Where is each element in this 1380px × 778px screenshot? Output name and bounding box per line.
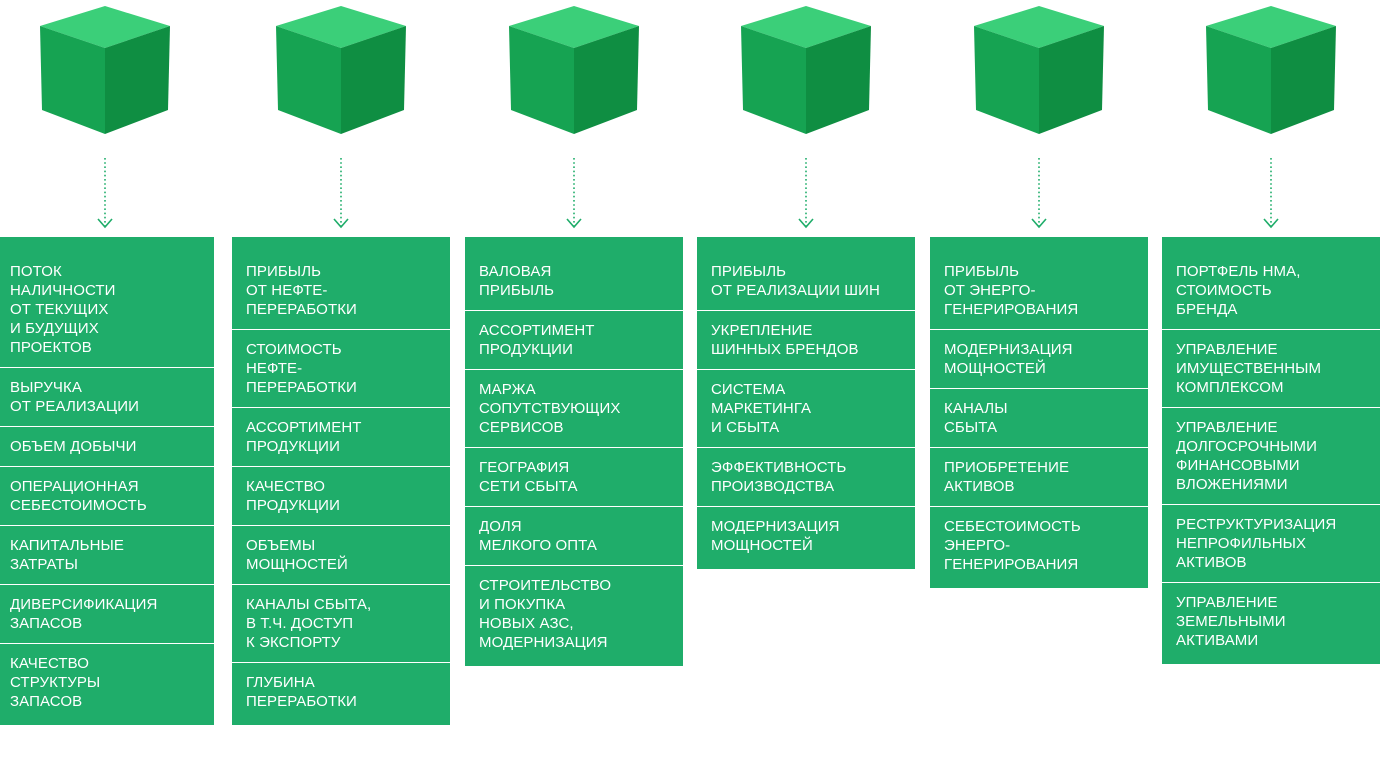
arrow-head: [1263, 218, 1279, 229]
cube-icon: [509, 6, 639, 134]
cube-right-face: [341, 26, 406, 134]
cube-icon: [741, 6, 871, 134]
driver-item: ПРИБЫЛЬ ОТ РЕАЛИЗАЦИИ ШИН: [711, 263, 880, 299]
driver-item: МОДЕРНИЗАЦИЯ МОЩНОСТЕЙ: [930, 329, 1148, 388]
driver-item: УПРАВЛЕНИЕ ЗЕМЕЛЬНЫМИ АКТИВАМИ: [1162, 582, 1380, 664]
cube-container: [0, 0, 214, 140]
cube-top-face: [509, 6, 639, 48]
cube-left-face: [741, 26, 806, 134]
arrow-head: [566, 218, 582, 229]
driver-item: ОПЕРАЦИОННАЯ СЕБЕСТОИМОСТЬ: [0, 466, 214, 525]
cube-left-face: [974, 26, 1039, 134]
cube-right-face: [1039, 26, 1104, 134]
arrow-container: [0, 156, 214, 232]
cube-left-face: [1206, 26, 1271, 134]
arrow-head: [1031, 218, 1047, 229]
driver-item: МАРЖА СОПУТСТВУЮЩИХ СЕРВИСОВ: [465, 369, 683, 447]
driver-item: СИСТЕМА МАРКЕТИНГА И СБЫТА: [697, 369, 915, 447]
cube-left-face: [509, 26, 574, 134]
cube-container: [697, 0, 915, 140]
driver-item: РЕСТРУКТУРИЗАЦИЯ НЕПРОФИЛЬНЫХ АКТИВОВ: [1162, 504, 1380, 582]
arrow-container: [930, 156, 1148, 232]
driver-item: ПРИБЫЛЬ ОТ ЭНЕРГО- ГЕНЕРИРОВАНИЯ: [944, 263, 1079, 318]
cube-top-face: [40, 6, 170, 48]
arrow-head: [333, 218, 349, 229]
driver-item: ПОРТФЕЛЬ НМА, СТОИМОСТЬ БРЕНДА: [1176, 263, 1301, 318]
driver-item: АССОРТИМЕНТ ПРОДУКЦИИ: [232, 407, 450, 466]
cube-right-face: [105, 26, 170, 134]
driver-item: УПРАВЛЕНИЕ ДОЛГОСРОЧНЫМИ ФИНАНСОВЫМИ ВЛО…: [1162, 407, 1380, 504]
driver-item: ЭФФЕКТИВНОСТЬ ПРОИЗВОДСТВА: [697, 447, 915, 506]
driver-item: ПРИОБРЕТЕНИЕ АКТИВОВ: [930, 447, 1148, 506]
cube-right-face: [1271, 26, 1336, 134]
driver-item: УКРЕПЛЕНИЕ ШИННЫХ БРЕНДОВ: [697, 310, 915, 369]
cube-container: [930, 0, 1148, 140]
arrow-container: [465, 156, 683, 232]
driver-item: ОБЪЕМЫ МОЩНОСТЕЙ: [232, 525, 450, 584]
driver-item: СТОИМОСТЬ НЕФТЕ- ПЕРЕРАБОТКИ: [232, 329, 450, 407]
cube-icon: [276, 6, 406, 134]
arrow-head: [97, 218, 113, 229]
arrow-head: [798, 218, 814, 229]
driver-list: ПРИБЫЛЬ ОТ РЕАЛИЗАЦИИ ШИН УКРЕПЛЕНИЕ ШИНН…: [697, 237, 915, 569]
cube-container: [465, 0, 683, 140]
driver-item: ДОЛЯ МЕЛКОГО ОПТА: [465, 506, 683, 565]
driver-item: КАНАЛЫ СБЫТА: [930, 388, 1148, 447]
driver-item: ПОТОК НАЛИЧНОСТИ ОТ ТЕКУЩИХ И БУДУЩИХ ПР…: [10, 263, 116, 356]
driver-list: ПОРТФЕЛЬ НМА, СТОИМОСТЬ БРЕНДА УПРАВЛЕНИЕ…: [1162, 237, 1380, 664]
cube-top-face: [974, 6, 1104, 48]
dotted-arrow-down-icon: [1031, 158, 1047, 229]
driver-item: ВАЛОВАЯ ПРИБЫЛЬ: [479, 263, 555, 299]
driver-item: АССОРТИМЕНТ ПРОДУКЦИИ: [465, 310, 683, 369]
cube-container: [1162, 0, 1380, 140]
arrow-container: [1162, 156, 1380, 232]
driver-item: КАЧЕСТВО СТРУКТУРЫ ЗАПАСОВ: [0, 643, 214, 725]
driver-item: МОДЕРНИЗАЦИЯ МОЩНОСТЕЙ: [697, 506, 915, 569]
cube-right-face: [806, 26, 871, 134]
dotted-arrow-down-icon: [333, 158, 349, 229]
driver-item: ОБЪЕМ ДОБЫЧИ: [0, 426, 214, 466]
driver-item: ГЕОГРАФИЯ СЕТИ СБЫТА: [465, 447, 683, 506]
cube-top-face: [1206, 6, 1336, 48]
driver-item: ПРИБЫЛЬ ОТ НЕФТЕ- ПЕРЕРАБОТКИ: [246, 263, 357, 318]
dotted-arrow-down-icon: [1263, 158, 1279, 229]
cube-right-face: [574, 26, 639, 134]
cube-icon: [1206, 6, 1336, 134]
driver-item: КАНАЛЫ СБЫТА, В Т.Ч. ДОСТУП К ЭКСПОРТУ: [232, 584, 450, 662]
dotted-arrow-down-icon: [97, 158, 113, 229]
arrow-container: [697, 156, 915, 232]
cube-left-face: [276, 26, 341, 134]
driver-item: ВЫРУЧКА ОТ РЕАЛИЗАЦИИ: [0, 367, 214, 426]
driver-list: ПОТОК НАЛИЧНОСТИ ОТ ТЕКУЩИХ И БУДУЩИХ ПР…: [0, 237, 214, 725]
dotted-arrow-down-icon: [798, 158, 814, 229]
dotted-arrow-down-icon: [566, 158, 582, 229]
driver-item: КАПИТАЛЬНЫЕ ЗАТРАТЫ: [0, 525, 214, 584]
cube-icon: [974, 6, 1104, 134]
cube-top-face: [276, 6, 406, 48]
driver-item: СТРОИТЕЛЬСТВО И ПОКУПКА НОВЫХ АЗС, МОДЕР…: [465, 565, 683, 666]
driver-item: СЕБЕСТОИМОСТЬ ЭНЕРГО- ГЕНЕРИРОВАНИЯ: [930, 506, 1148, 588]
driver-list: ПРИБЫЛЬ ОТ НЕФТЕ- ПЕРЕРАБОТКИ СТОИМОСТЬ Н…: [232, 237, 450, 725]
cube-container: [232, 0, 450, 140]
arrow-container: [232, 156, 450, 232]
cube-left-face: [40, 26, 105, 134]
driver-item: УПРАВЛЕНИЕ ИМУЩЕСТВЕННЫМ КОМПЛЕКСОМ: [1162, 329, 1380, 407]
driver-item: КАЧЕСТВО ПРОДУКЦИИ: [232, 466, 450, 525]
driver-item: ДИВЕРСИФИКАЦИЯ ЗАПАСОВ: [0, 584, 214, 643]
cube-top-face: [741, 6, 871, 48]
cube-icon: [40, 6, 170, 134]
driver-item: ГЛУБИНА ПЕРЕРАБОТКИ: [232, 662, 450, 725]
driver-list: ПРИБЫЛЬ ОТ ЭНЕРГО- ГЕНЕРИРОВАНИЯ МОДЕРНИЗ…: [930, 237, 1148, 588]
